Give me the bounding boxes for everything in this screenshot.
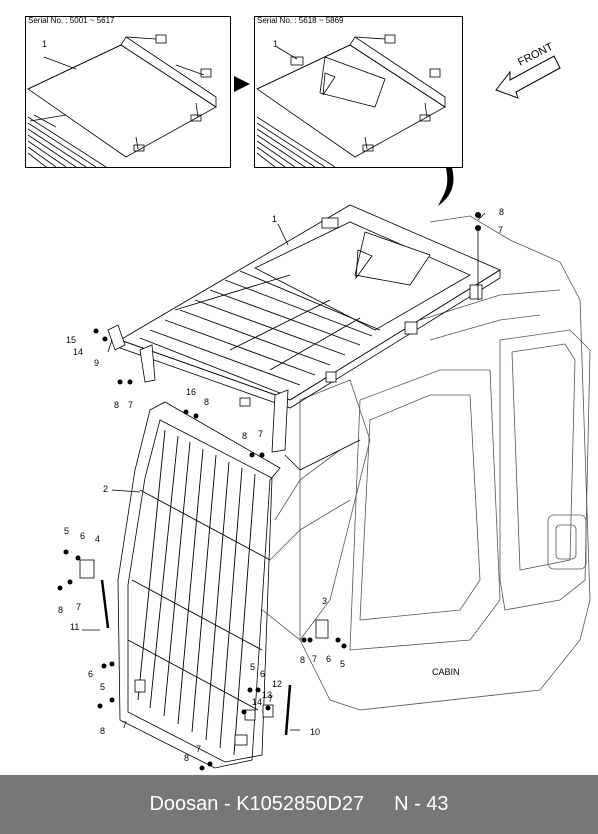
callout-8: 8 (114, 400, 119, 410)
callout-4: 4 (95, 534, 100, 544)
inset-serial-5001-5617: Serial No. : 5001 ~ 5617 1 (25, 16, 231, 168)
inset-callout-1: 1 (273, 39, 279, 49)
serial-range-label: Serial No. : 5618 ~ 5869 (257, 16, 344, 25)
callout-15: 15 (66, 335, 76, 345)
callout-7: 7 (268, 694, 273, 704)
callout-7: 7 (258, 429, 263, 439)
callout-5: 5 (64, 526, 69, 536)
inset-callout-1: 1 (42, 39, 48, 49)
inset-1-drawing (27, 34, 217, 167)
callout-3: 3 (322, 596, 327, 606)
callout-8: 8 (300, 655, 305, 665)
serial-range-label: Serial No. : 5001 ~ 5617 (28, 16, 115, 25)
callout-7: 7 (122, 720, 127, 730)
callout-2: 2 (103, 484, 108, 494)
callout-8: 8 (204, 397, 209, 407)
callout-14: 14 (73, 347, 83, 357)
callout-7: 7 (76, 602, 81, 612)
main-assembly-drawing: 1 2 3 4 5 5 5 5 6 6 6 6 7 7 7 7 7 7 7 7 … (57, 204, 591, 771)
callout-12: 12 (272, 679, 282, 689)
front-arrow-icon (495, 55, 561, 99)
callout-16: 16 (186, 387, 196, 397)
footer-part-number: K1052850D27 (236, 793, 365, 815)
callout-1: 1 (272, 214, 277, 224)
callout-5: 5 (250, 662, 255, 672)
callout-5: 5 (340, 659, 345, 669)
callout-5: 5 (100, 682, 105, 692)
curved-arrow-icon (438, 168, 454, 206)
callout-13: 13 (262, 690, 272, 700)
cabin-label: CABIN (432, 667, 460, 677)
callout-10: 10 (310, 727, 320, 737)
parts-diagram: Serial No. : 5001 ~ 5617 1 (25, 16, 591, 771)
callout-11: 11 (70, 622, 79, 632)
callout-8: 8 (100, 726, 105, 736)
footer-brand: Doosan (149, 793, 219, 815)
callout-6: 6 (88, 669, 93, 679)
footer-separator: - (223, 793, 231, 815)
footer-page-number: N - 43 (394, 793, 449, 815)
callout-14: 14 (252, 697, 262, 707)
callout-8: 8 (58, 605, 63, 615)
next-arrow-icon (234, 76, 250, 92)
callout-7: 7 (196, 744, 201, 754)
callout-8: 8 (184, 753, 189, 763)
callout-9: 9 (94, 358, 99, 368)
callout-6: 6 (80, 531, 85, 541)
footer-bar: Doosan - K1052850D27 N - 43 (0, 775, 598, 834)
inset-serial-5618-5869: Serial No. : 5618 ~ 5869 1 (254, 16, 463, 168)
callout-8: 8 (242, 431, 247, 441)
callout-8: 8 (499, 207, 504, 217)
callout-7: 7 (498, 225, 503, 235)
callout-6: 6 (326, 654, 331, 664)
inset-2-drawing (256, 34, 446, 167)
callout-7: 7 (312, 654, 317, 664)
callout-7: 7 (128, 400, 133, 410)
callout-6: 6 (260, 669, 265, 679)
